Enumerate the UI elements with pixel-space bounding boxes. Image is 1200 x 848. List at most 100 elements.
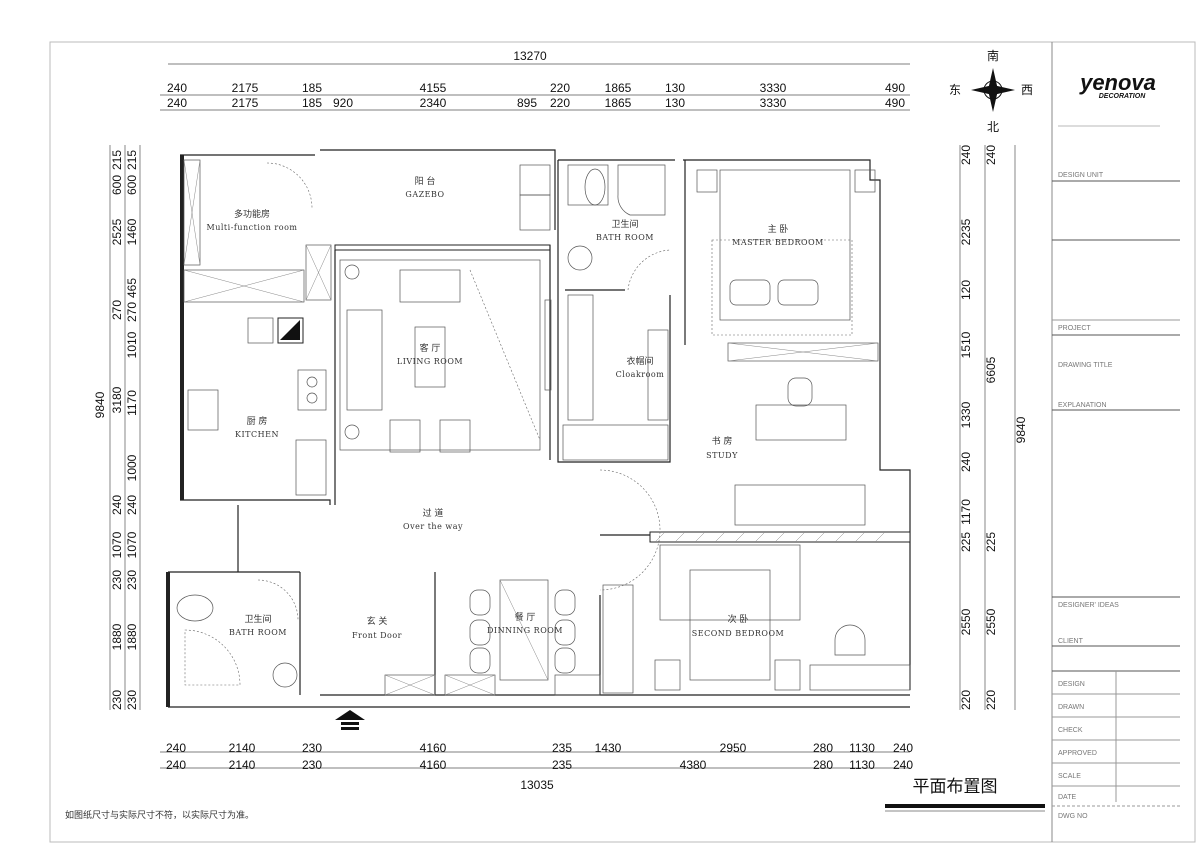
room-second-bedroom-cn: 次 卧 xyxy=(728,613,749,625)
dimension-label: 230 xyxy=(110,690,124,710)
room-bathroom-1-en: BATH ROOM xyxy=(596,233,654,242)
compass-west: 西 xyxy=(1021,83,1033,97)
drawing-title: 平面布置图 xyxy=(913,777,998,797)
dimension-label: 240 xyxy=(984,145,998,165)
dimension-label: 2340 xyxy=(420,96,447,110)
room-gazebo-cn: 阳 台 xyxy=(415,175,436,187)
company-logo-subtitle: DECORATION xyxy=(1099,93,1146,100)
compass-east: 东 xyxy=(949,83,961,97)
dimension-label: 465 xyxy=(125,278,139,298)
dimension-label: 1130 xyxy=(849,758,875,772)
dimension-label: 2140 xyxy=(229,758,256,772)
dimension-label: 1130 xyxy=(849,741,875,755)
room-hallway-en: Over the way xyxy=(403,522,463,531)
designer-ideas-label: DESIGNER' IDEAS xyxy=(1058,602,1119,609)
drawn-label: DRAWN xyxy=(1058,704,1084,711)
dimension-label: 2140 xyxy=(229,741,256,755)
dimension-label: 600 xyxy=(110,175,124,195)
title-underline xyxy=(885,804,1045,808)
dimension-label: 240 xyxy=(167,81,187,95)
room-front-door-en: Front Door xyxy=(352,631,402,640)
dimension-label: 3180 xyxy=(110,386,124,413)
dimension-label: 1865 xyxy=(605,81,632,95)
dimension-label: 230 xyxy=(125,690,139,710)
dimension-label: 1010 xyxy=(125,331,139,358)
room-hallway-cn: 过 道 xyxy=(423,507,444,519)
dimension-label: 1070 xyxy=(125,531,139,558)
dimension-label: 2235 xyxy=(959,218,973,245)
design-label: DESIGN xyxy=(1058,681,1085,688)
room-bathroom-1-cn: 卫生间 xyxy=(611,218,638,230)
dimension-label: 240 xyxy=(959,145,973,165)
dimension-label: 4380 xyxy=(680,758,707,772)
dimension-label: 1430 xyxy=(595,741,622,755)
dimension-label: 235 xyxy=(552,758,572,772)
sheet-frame xyxy=(49,41,1196,843)
dimension-label: 230 xyxy=(302,758,322,772)
project-label: PROJECT xyxy=(1058,325,1091,332)
dimension-label: 1170 xyxy=(959,499,973,525)
dimension-label: 2175 xyxy=(232,81,259,95)
check-label: CHECK xyxy=(1058,727,1083,734)
room-kitchen-cn: 厨 房 xyxy=(247,415,268,427)
overall-right-dimension: 9840 xyxy=(1014,416,1028,443)
dimension-label: 240 xyxy=(125,495,139,515)
dimension-label: 240 xyxy=(959,452,973,472)
dimension-label: 235 xyxy=(552,741,572,755)
scale-label: SCALE xyxy=(1058,773,1081,780)
furniture xyxy=(176,159,911,730)
dimension-label: 240 xyxy=(166,741,186,755)
dimension-label: 240 xyxy=(110,495,124,515)
room-study-en: STUDY xyxy=(706,451,738,460)
dimension-label: 240 xyxy=(893,741,913,755)
dimension-label: 130 xyxy=(665,81,685,95)
dimension-label: 895 xyxy=(517,96,537,110)
overall-left-dimension: 9840 xyxy=(93,391,107,418)
dimension-label: 1880 xyxy=(110,623,124,650)
dimension-label: 2550 xyxy=(984,608,998,635)
client-label: CLIENT xyxy=(1058,638,1084,645)
dimension-label: 185 xyxy=(302,96,322,110)
compass-rose: 南 北 东 西 xyxy=(949,48,1033,134)
dimension-label: 220 xyxy=(550,96,570,110)
room-dining-en: DINNING ROOM xyxy=(487,626,563,635)
dimension-label: 1865 xyxy=(605,96,632,110)
dimension-label: 6605 xyxy=(984,356,998,383)
dwg-no-label: DWG NO xyxy=(1058,813,1088,820)
bottom-dimensions: 240 2140 230 4160 235 1430 2950 280 1130… xyxy=(160,741,913,792)
room-bathroom-2-cn: 卫生间 xyxy=(244,613,271,625)
dimension-label: 3330 xyxy=(760,96,787,110)
dimension-label: 600 xyxy=(125,175,139,195)
room-master-bedroom-cn: 主 卧 xyxy=(768,223,789,235)
dimension-label: 2550 xyxy=(959,608,973,635)
design-unit-label: DESIGN UNIT xyxy=(1058,172,1104,179)
dimension-label: 215 xyxy=(125,150,139,170)
room-front-door-cn: 玄 关 xyxy=(367,615,388,627)
room-dining-cn: 餐 厅 xyxy=(515,611,536,623)
dimension-label: 220 xyxy=(959,690,973,710)
dimension-label: 120 xyxy=(959,280,973,300)
dimension-label: 1000 xyxy=(125,454,139,481)
dimension-label: 240 xyxy=(167,96,187,110)
dimension-label: 2175 xyxy=(232,96,259,110)
dimension-label: 130 xyxy=(665,96,685,110)
approved-label: APPROVED xyxy=(1058,750,1097,757)
dimension-label: 240 xyxy=(893,758,913,772)
room-multi-function-en: Multi-function room xyxy=(207,223,298,232)
room-living-room-en: LIVING ROOM xyxy=(397,357,463,366)
room-gazebo-en: GAZEBO xyxy=(405,190,444,199)
dimension-label: 220 xyxy=(550,81,570,95)
dimension-label: 1460 xyxy=(125,218,139,245)
room-study-cn: 书 房 xyxy=(712,435,733,447)
company-logo: yenova xyxy=(1079,70,1156,95)
compass-south: 南 xyxy=(987,48,999,63)
dimension-label: 1330 xyxy=(959,401,973,428)
explanation-label: EXPLANATION xyxy=(1058,402,1107,409)
dimension-label: 230 xyxy=(125,570,139,590)
dimension-label: 1170 xyxy=(125,390,139,416)
dimension-label: 1510 xyxy=(959,331,973,358)
dimension-label: 1880 xyxy=(125,623,139,650)
title-block: yenova DECORATION DESIGN UNIT PROJECT DR… xyxy=(1052,70,1180,820)
room-multi-function-cn: 多功能房 xyxy=(234,208,270,220)
